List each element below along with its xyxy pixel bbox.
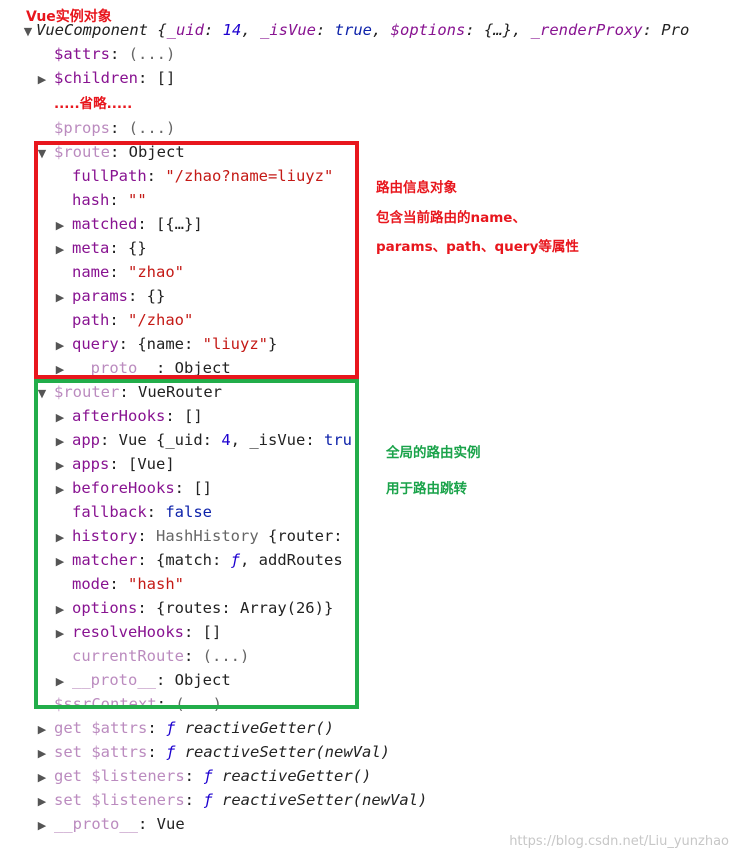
prop-row-props[interactable]: $props: (...): [54, 119, 176, 137]
caret-right-icon[interactable]: ▶: [37, 73, 47, 86]
router-note-line2: 用于路由跳转: [386, 481, 467, 497]
caret-right-icon[interactable]: ▶: [55, 555, 65, 568]
route-highlight-box: [34, 141, 359, 379]
prop-row-get-listeners[interactable]: ▶get $listeners: ƒ reactiveGetter(): [38, 764, 372, 788]
prop-row-router[interactable]: ▼$router: VueRouter: [38, 380, 222, 404]
caret-right-icon[interactable]: ▶: [55, 627, 65, 640]
caret-right-icon[interactable]: ▶: [55, 411, 65, 424]
prop-row-params[interactable]: ▶params: {}: [56, 284, 166, 308]
route-note-line1: 路由信息对象: [376, 180, 457, 196]
prop-row-set-attrs[interactable]: ▶set $attrs: ƒ reactiveSetter(newVal): [38, 740, 390, 764]
caret-right-icon[interactable]: ▶: [55, 219, 65, 232]
prop-row-fullpath[interactable]: fullPath: "/zhao?name=liuyz": [72, 167, 334, 185]
caret-right-icon[interactable]: ▶: [55, 603, 65, 616]
caret-right-icon[interactable]: ▶: [37, 747, 47, 760]
caret-right-icon[interactable]: ▶: [37, 771, 47, 784]
watermark: https://blog.csdn.net/Liu_yunzhao: [509, 834, 729, 849]
caret-right-icon[interactable]: ▶: [55, 435, 65, 448]
prop-row-path[interactable]: path: "/zhao": [72, 311, 194, 329]
prop-row-fallback[interactable]: fallback: false: [72, 503, 212, 521]
caret-right-icon[interactable]: ▶: [55, 675, 65, 688]
prop-row-children[interactable]: ▶$children: []: [38, 66, 176, 90]
omitted-annotation: .....省略.....: [54, 96, 133, 112]
prop-row-mode[interactable]: mode: "hash": [72, 575, 184, 593]
caret-down-icon[interactable]: ▼: [23, 25, 33, 38]
route-note-line2: 包含当前路由的name、: [376, 210, 526, 226]
vue-instance-title: Vue实例对象: [26, 9, 112, 25]
prop-row-resolvehooks[interactable]: ▶resolveHooks: []: [56, 620, 222, 644]
caret-right-icon[interactable]: ▶: [37, 819, 47, 832]
router-children-clip: ▶afterHooks: [] ▶app: Vue {_uid: 4, _isV…: [0, 404, 356, 704]
prop-row-root-proto[interactable]: ▶__proto__: Vue: [38, 812, 185, 836]
prop-row-history[interactable]: ▶history: HashHistory {router:: [56, 524, 343, 548]
prop-row-get-attrs[interactable]: ▶get $attrs: ƒ reactiveGetter(): [38, 716, 334, 740]
root-value: VueComponent {_uid: 14, _isVue: true, $o…: [36, 21, 690, 39]
caret-right-icon[interactable]: ▶: [37, 723, 47, 736]
prop-row-router-proto[interactable]: ▶__proto__: Object: [56, 668, 231, 692]
router-note-line1: 全局的路由实例: [386, 445, 481, 461]
prop-row-matcher[interactable]: ▶matcher: {match: ƒ, addRoutes: [56, 548, 343, 572]
prop-row-route[interactable]: ▼$route: Object: [38, 140, 185, 164]
prop-row-afterhooks[interactable]: ▶afterHooks: []: [56, 404, 203, 428]
prop-row-options[interactable]: ▶options: {routes: Array(26)}: [56, 596, 334, 620]
caret-down-icon[interactable]: ▼: [37, 387, 47, 400]
caret-right-icon[interactable]: ▶: [55, 363, 65, 376]
prop-row-set-listeners[interactable]: ▶set $listeners: ƒ reactiveSetter(newVal…: [38, 788, 428, 812]
caret-right-icon[interactable]: ▶: [55, 483, 65, 496]
prop-row-apps[interactable]: ▶apps: [Vue]: [56, 452, 175, 476]
prop-row-beforehooks[interactable]: ▶beforeHooks: []: [56, 476, 212, 500]
prop-row-query[interactable]: ▶query: {name: "liuyz"}: [56, 332, 278, 356]
prop-row-name[interactable]: name: "zhao": [72, 263, 184, 281]
prop-row-attrs[interactable]: $attrs: (...): [54, 45, 176, 63]
caret-right-icon[interactable]: ▶: [55, 339, 65, 352]
prop-row-matched[interactable]: ▶matched: [{…}]: [56, 212, 203, 236]
caret-right-icon[interactable]: ▶: [55, 459, 65, 472]
caret-right-icon[interactable]: ▶: [55, 291, 65, 304]
prop-row-hash[interactable]: hash: "": [72, 191, 147, 209]
caret-right-icon[interactable]: ▶: [55, 531, 65, 544]
caret-right-icon[interactable]: ▶: [55, 243, 65, 256]
root-vuecomponent-row[interactable]: ▼VueComponent {_uid: 14, _isVue: true, $…: [22, 18, 690, 42]
prop-row-meta[interactable]: ▶meta: {}: [56, 236, 147, 260]
prop-row-app[interactable]: ▶app: Vue {_uid: 4, _isVue: tru: [56, 428, 352, 452]
route-note-line3: params、path、query等属性: [376, 239, 579, 255]
prop-row-currentroute[interactable]: currentRoute: (...): [72, 647, 250, 665]
router-highlight-box: [34, 379, 359, 709]
caret-down-icon[interactable]: ▼: [37, 147, 47, 160]
prop-row-route-proto[interactable]: ▶__proto__: Object: [56, 356, 231, 380]
caret-right-icon[interactable]: ▶: [37, 795, 47, 808]
